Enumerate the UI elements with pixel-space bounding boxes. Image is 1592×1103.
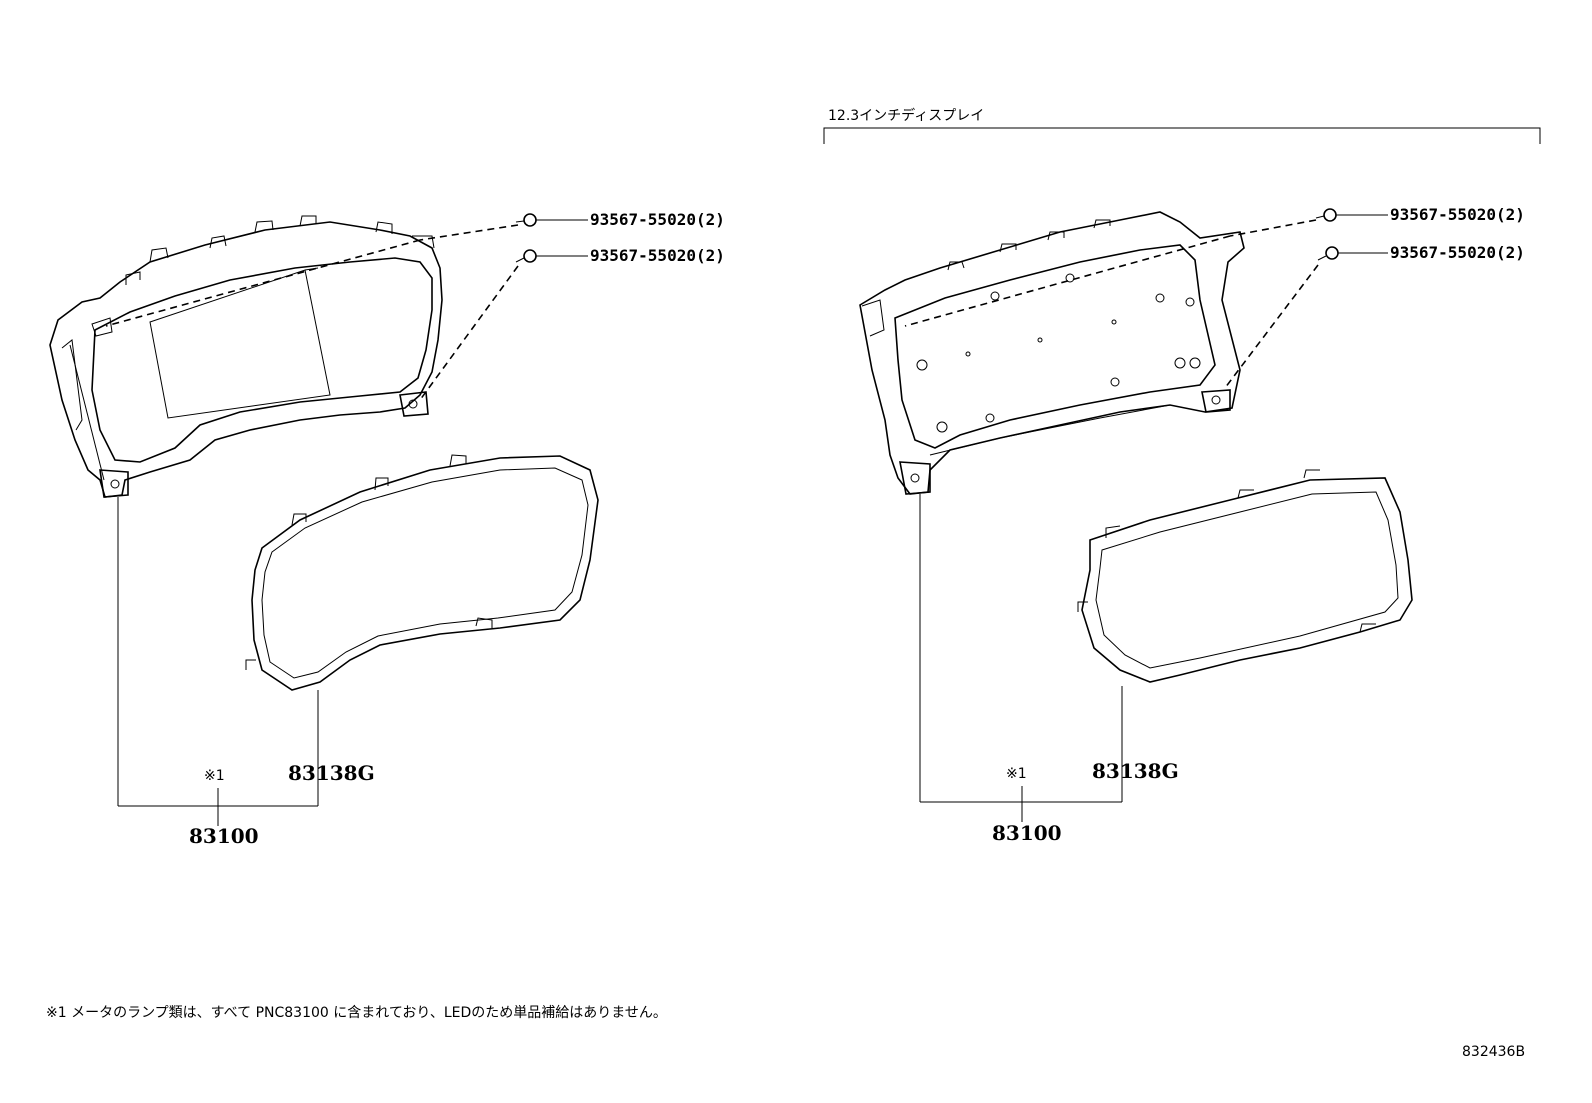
right-note-ref: ※1	[1006, 766, 1027, 782]
left-screw-bottom	[515, 249, 588, 263]
right-assembly-part-label: 83100	[992, 821, 1062, 845]
right-screw-path	[904, 235, 1231, 327]
right-screw-bottom	[1317, 246, 1388, 261]
left-screw-top	[515, 213, 588, 227]
section-header: 12.3インチディスプレイ	[828, 107, 984, 124]
right-lens	[1077, 469, 1413, 683]
right-lens-part-label: 83138G	[1092, 759, 1179, 783]
right-screw-bottom-label: 93567-55020(2)	[1390, 243, 1525, 262]
left-lens	[245, 454, 599, 691]
left-screw-top-leader	[419, 224, 519, 241]
right-callout-lines	[919, 494, 1123, 822]
right-meter-housing	[859, 211, 1245, 495]
left-screw-bottom-label: 93567-55020(2)	[590, 246, 725, 265]
left-callout-lines	[117, 497, 319, 826]
footnote: ※1 メータのランプ類は、すべて PNC83100 に含まれており、LEDのため…	[46, 1005, 667, 1021]
left-lens-part-label: 83138G	[288, 761, 375, 785]
right-screw-top-label: 93567-55020(2)	[1390, 205, 1525, 224]
left-meter-housing	[49, 215, 443, 498]
left-screw-bottom-leader	[419, 265, 519, 401]
right-screw-top	[1315, 208, 1388, 222]
left-screw-top-label: 93567-55020(2)	[590, 210, 725, 229]
right-screw-bottom-leader	[1224, 264, 1319, 389]
left-screw-path	[105, 239, 421, 327]
left-note-ref: ※1	[204, 768, 225, 784]
figure-id: 832436B	[1462, 1044, 1525, 1060]
section-bracket	[823, 127, 1541, 144]
left-assembly-part-label: 83100	[189, 824, 259, 848]
right-screw-top-leader	[1229, 219, 1317, 237]
